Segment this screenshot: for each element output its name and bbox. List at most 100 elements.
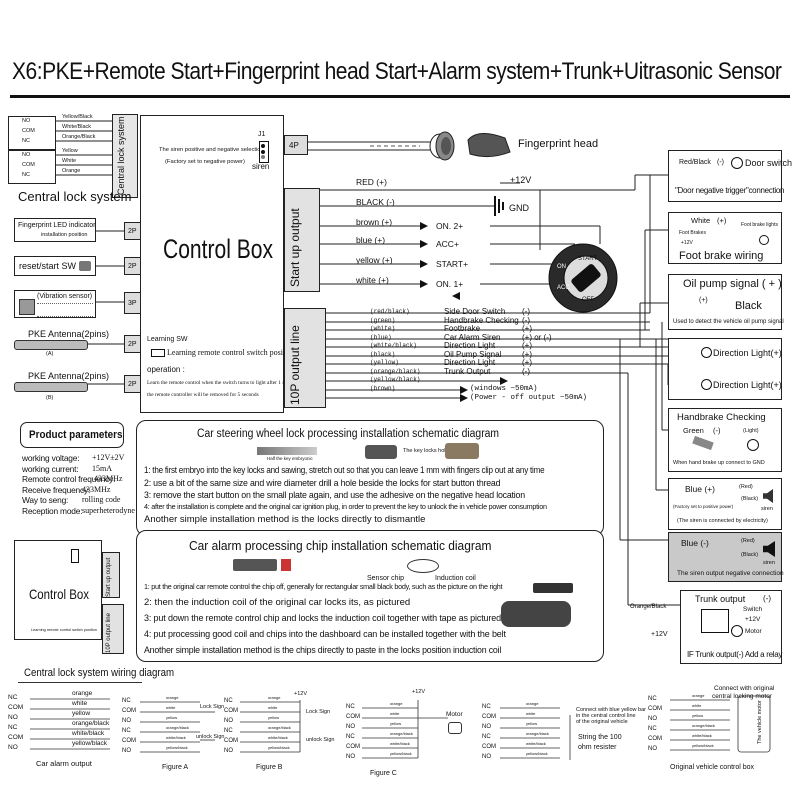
foot-title: Foot brake wiring — [679, 250, 764, 262]
chip-image — [233, 559, 277, 571]
hand-light: (Light) — [743, 428, 759, 434]
fig2-color-4: white/black — [390, 741, 410, 746]
fig4-pin-5: NO — [648, 746, 657, 752]
fig0-pin-3: NC — [122, 728, 131, 734]
trunk-sw: Switch — [743, 606, 763, 613]
hand-note: When hand brake up connect to GND — [673, 460, 765, 466]
fingerprint-led-sub: installation position — [41, 232, 88, 238]
car-alarm-color-4: white/black — [72, 730, 105, 737]
fig1-pin-1: COM — [224, 708, 238, 714]
fig2-color-2: yellow — [390, 721, 402, 726]
central-lock-plug: Central lock system — [112, 114, 138, 198]
handbrake-panel: Handbrake Checking Green (-) (Light) Whe… — [668, 408, 782, 472]
trunk-v2: +12V — [651, 631, 668, 638]
trunk-panel: Trunk output (-) Switch +12V +12V Motor … — [651, 590, 783, 664]
fig3-pin-5: NO — [482, 754, 491, 760]
fig2-pin-0: NC — [346, 704, 355, 710]
fig4-pin-1: COM — [648, 706, 662, 712]
fig2-color-1: white — [390, 711, 400, 716]
p10-color-4: (white/black) — [370, 342, 417, 349]
pin-tab-2: 2P — [124, 257, 142, 275]
p10-color-5: (black) — [370, 351, 396, 358]
wire-brown: brown (+) — [356, 217, 393, 227]
param-key-2: Remote control frequency: — [22, 474, 116, 485]
car-alarm-pin-1: COM — [8, 704, 24, 711]
p10-pol-3: (+) or (-) — [522, 333, 552, 342]
plug-4p: 4P — [284, 135, 308, 155]
hand-green: Green — [683, 426, 704, 435]
param-key-3: Receive frequency: — [22, 484, 91, 495]
reset-start-module: reset/start SW — [14, 256, 96, 276]
pke-antenna-a-icon — [14, 340, 88, 350]
wire-red: RED (+) — [356, 177, 387, 187]
hand-title: Handbrake Checking — [677, 412, 766, 423]
reset-start-label: reset/start SW — [19, 261, 77, 271]
chip-picture-right — [533, 583, 573, 593]
p10-name-3: Car Alarm Siren — [444, 333, 501, 342]
figC-motor: Motor — [446, 711, 463, 718]
param-key-5: Reception mode: — [22, 506, 83, 516]
learning-note: Learning remote control switch position — [167, 348, 296, 357]
blue-plus-siren: siren — [761, 506, 773, 512]
figB-lock: Lock Sign — [306, 709, 331, 715]
alarm-line-3: 3: put down the remote control chip and … — [144, 613, 501, 623]
param-val-4: rolling code — [82, 495, 121, 505]
dest-on2: ON. 2+ — [436, 221, 464, 231]
plus12v-label: +12V — [510, 175, 532, 185]
foot-fb: Foot Brakes — [679, 230, 706, 236]
car-alarm-pin-5: NO — [8, 744, 18, 751]
hand-lamp-icon — [747, 439, 759, 451]
title-rule — [10, 95, 790, 98]
param-val-3: 433MHz — [82, 484, 111, 494]
coil-picture-right — [501, 601, 571, 627]
fig0-color-3: orange/black — [166, 725, 189, 730]
gnd-label: GND — [509, 203, 529, 213]
figE-footer: Original vehicle control box — [670, 764, 755, 771]
page-title: X6:PKE+Remote Start+Fingerprint head Sta… — [12, 58, 782, 85]
fig4-color-3: orange/black — [692, 723, 715, 728]
direction-lamp-2-icon — [701, 379, 712, 390]
oil-black: Black — [735, 300, 762, 312]
learning-sw-label: Learning SW — [147, 336, 188, 343]
trunk-minus: (-) — [763, 594, 771, 603]
fig3-color-5: yellow/black — [526, 751, 548, 756]
central-lock-connector-bottom — [8, 150, 56, 184]
foot-brake-lamp-icon — [759, 235, 769, 245]
direction-light-1: Direction Light(+) — [713, 348, 782, 358]
mini-10p-plug: 10P output line — [102, 604, 124, 654]
mini-control-box-title: Control Box — [29, 586, 89, 602]
pin-tab-4-label: 2P — [128, 341, 137, 348]
foot-white: White — [691, 216, 711, 225]
figD-note2: in the central control line — [576, 713, 636, 719]
pin-tab-5-label: 2P — [128, 381, 137, 388]
fig4-color-5: yellow/black — [692, 743, 714, 748]
vibration-note-lines — [37, 303, 93, 317]
p10-color-8: (yellow/black) — [370, 376, 421, 383]
j1-jumper[interactable] — [259, 141, 269, 163]
p10-pol-2: (+) — [522, 324, 532, 333]
fig2-pin-5: NO — [346, 754, 355, 760]
figB-v: +12V — [294, 691, 307, 697]
alarm-line-2: 2: then the induction coil of the origin… — [144, 597, 411, 608]
fig4-color-4: white/black — [692, 733, 712, 738]
cl-color-3: Orange/Black — [62, 134, 96, 140]
pin-tab-1-label: 2P — [128, 228, 137, 235]
param-val-5: superheterodyne — [82, 506, 135, 515]
oil-plus: (+) — [699, 297, 708, 304]
learning-switch-icon[interactable] — [151, 349, 165, 357]
fingerprint-led-module: Fingerprint LED indicator installation p… — [14, 218, 96, 242]
fig2-pin-2: NO — [346, 724, 355, 730]
trunk-motor-icon — [731, 625, 743, 637]
p10-name-7: Trunk Output — [444, 367, 491, 376]
key-start-label: START — [578, 256, 598, 262]
trunk-note: IF Trunk output(-) Add a relay — [687, 650, 783, 659]
power-off-label: (Power - off output ~50mA) — [470, 394, 588, 402]
blue-minus-black: (Black) — [741, 552, 759, 558]
p10-name-4: Direction Light — [444, 341, 496, 350]
p10-color-3: (blue) — [370, 334, 392, 341]
j1-label: J1 — [258, 131, 266, 138]
figA-unlock: unlock Sign — [196, 734, 225, 740]
mini-start-plug: Start up output — [102, 552, 120, 598]
blue-minus-panel: Blue (-) (Red) (Black) siren The siren o… — [668, 532, 784, 582]
